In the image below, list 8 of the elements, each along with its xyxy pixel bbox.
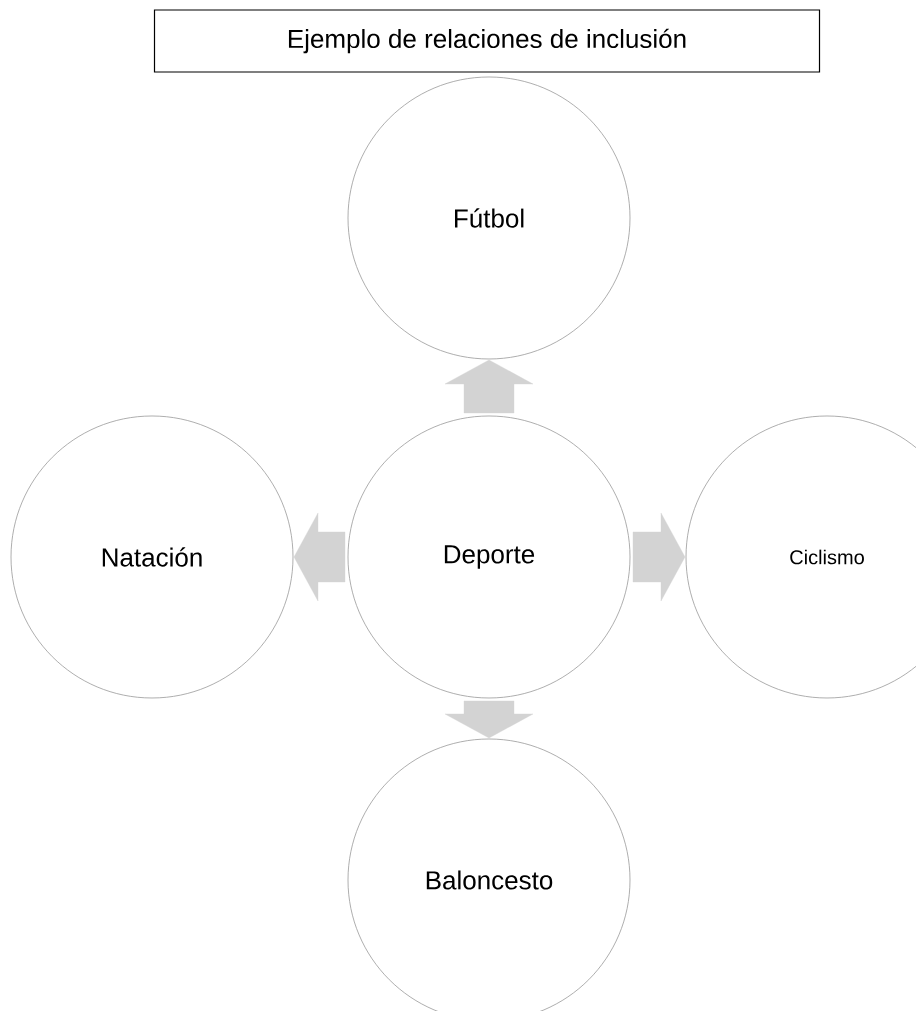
block-arrow bbox=[632, 512, 686, 602]
circle-node: Fútbol bbox=[347, 76, 631, 360]
circle-node: Natación bbox=[10, 415, 294, 699]
block-arrow bbox=[293, 512, 346, 602]
block-arrow bbox=[444, 700, 534, 739]
block-arrow bbox=[444, 359, 534, 414]
title-box: Ejemplo de relaciones de inclusión bbox=[153, 9, 821, 73]
circle-node: Deporte bbox=[347, 415, 631, 699]
